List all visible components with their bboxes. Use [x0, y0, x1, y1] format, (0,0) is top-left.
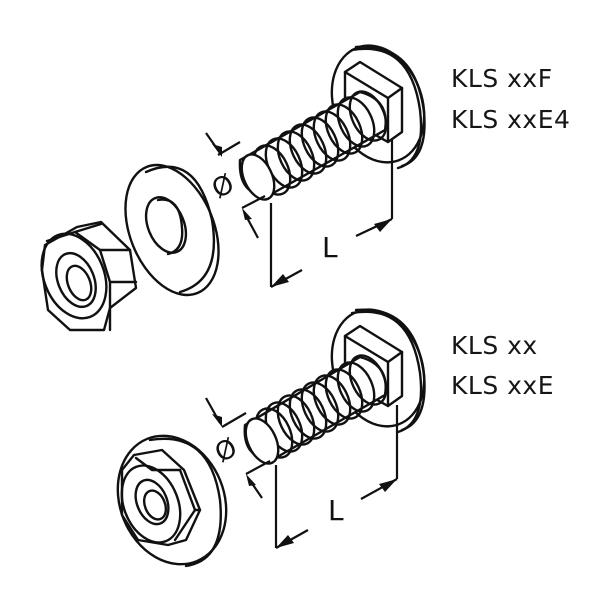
- bottom-label-2: KLS xxE: [451, 371, 555, 400]
- bottom-length-dimension: [274, 405, 399, 549]
- top-length-dimension: [269, 140, 394, 288]
- bottom-bolt-thread: [243, 354, 388, 465]
- bottom-flange-nut: [116, 434, 228, 568]
- top-label-2: KLS xxE4: [451, 105, 571, 134]
- top-flat-washer: [124, 163, 220, 297]
- top-bolt-thread: [238, 90, 388, 201]
- top-assembly: [40, 44, 426, 332]
- bottom-assembly: [116, 308, 426, 568]
- bottom-length-symbol: L: [328, 494, 344, 527]
- top-length-symbol: L: [322, 231, 338, 264]
- top-label-1: KLS xxF: [451, 64, 553, 93]
- bottom-label-1: KLS xx: [451, 331, 538, 360]
- top-hex-nut: [40, 220, 138, 332]
- top-diameter-dimension: [205, 132, 266, 239]
- bottom-diameter-dimension: [205, 397, 271, 499]
